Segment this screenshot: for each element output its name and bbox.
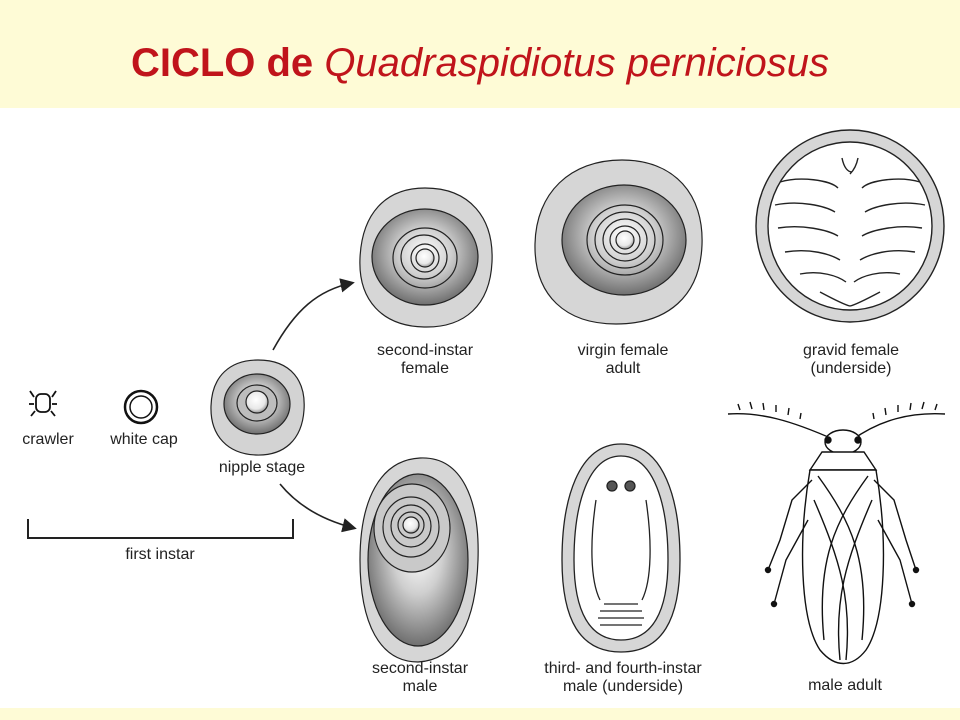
title-species: Quadraspidiotus perniciosus bbox=[324, 41, 830, 85]
third-fourth-male-figure bbox=[561, 443, 681, 653]
label-white-cap: white cap bbox=[110, 431, 178, 448]
male-adult-figure bbox=[727, 401, 946, 665]
label-second-instar-male-line2: male bbox=[402, 678, 438, 695]
second-instar-male-figure bbox=[359, 457, 479, 663]
label-second-instar-female: second-instar female bbox=[350, 342, 500, 378]
gravid-female-figure bbox=[755, 129, 945, 323]
label-virgin-female-line1: virgin female bbox=[577, 342, 669, 359]
label-second-instar-female-line1: second-instar bbox=[376, 342, 474, 359]
label-third-fourth-male-line2: male (underside) bbox=[562, 678, 684, 695]
nipple-stage-figure bbox=[210, 359, 305, 456]
label-crawler: crawler bbox=[22, 431, 74, 448]
label-virgin-female: virgin female adult bbox=[548, 342, 698, 378]
label-gravid-female-line1: gravid female bbox=[802, 342, 900, 359]
label-second-instar-male: second-instar male bbox=[345, 660, 495, 696]
label-second-instar-male-line1: second-instar bbox=[371, 660, 469, 677]
label-gravid-female: gravid female (underside) bbox=[766, 342, 936, 378]
label-male-adult: male adult bbox=[808, 677, 882, 694]
first-instar-bracket bbox=[27, 519, 294, 539]
label-third-fourth-male-line1: third- and fourth-instar bbox=[544, 660, 702, 677]
page-title: CICLO de Quadraspidiotus perniciosus bbox=[0, 38, 960, 88]
second-instar-female-figure bbox=[359, 187, 493, 328]
virgin-female-figure bbox=[534, 159, 703, 325]
label-third-fourth-male: third- and fourth-instar male (underside… bbox=[510, 660, 736, 696]
label-virgin-female-line2: adult bbox=[605, 360, 641, 377]
title-band bbox=[0, 0, 960, 108]
label-second-instar-female-line2: female bbox=[400, 360, 450, 377]
label-first-instar: first instar bbox=[125, 546, 195, 563]
label-gravid-female-line2: (underside) bbox=[810, 360, 892, 377]
white-cap-figure bbox=[123, 389, 159, 425]
label-nipple-stage: nipple stage bbox=[218, 459, 306, 476]
arrow-to-male bbox=[279, 483, 357, 533]
crawler-figure bbox=[29, 390, 57, 417]
title-main: CICLO de bbox=[130, 41, 314, 85]
arrow-to-female bbox=[272, 278, 355, 351]
bottom-band bbox=[0, 708, 960, 720]
